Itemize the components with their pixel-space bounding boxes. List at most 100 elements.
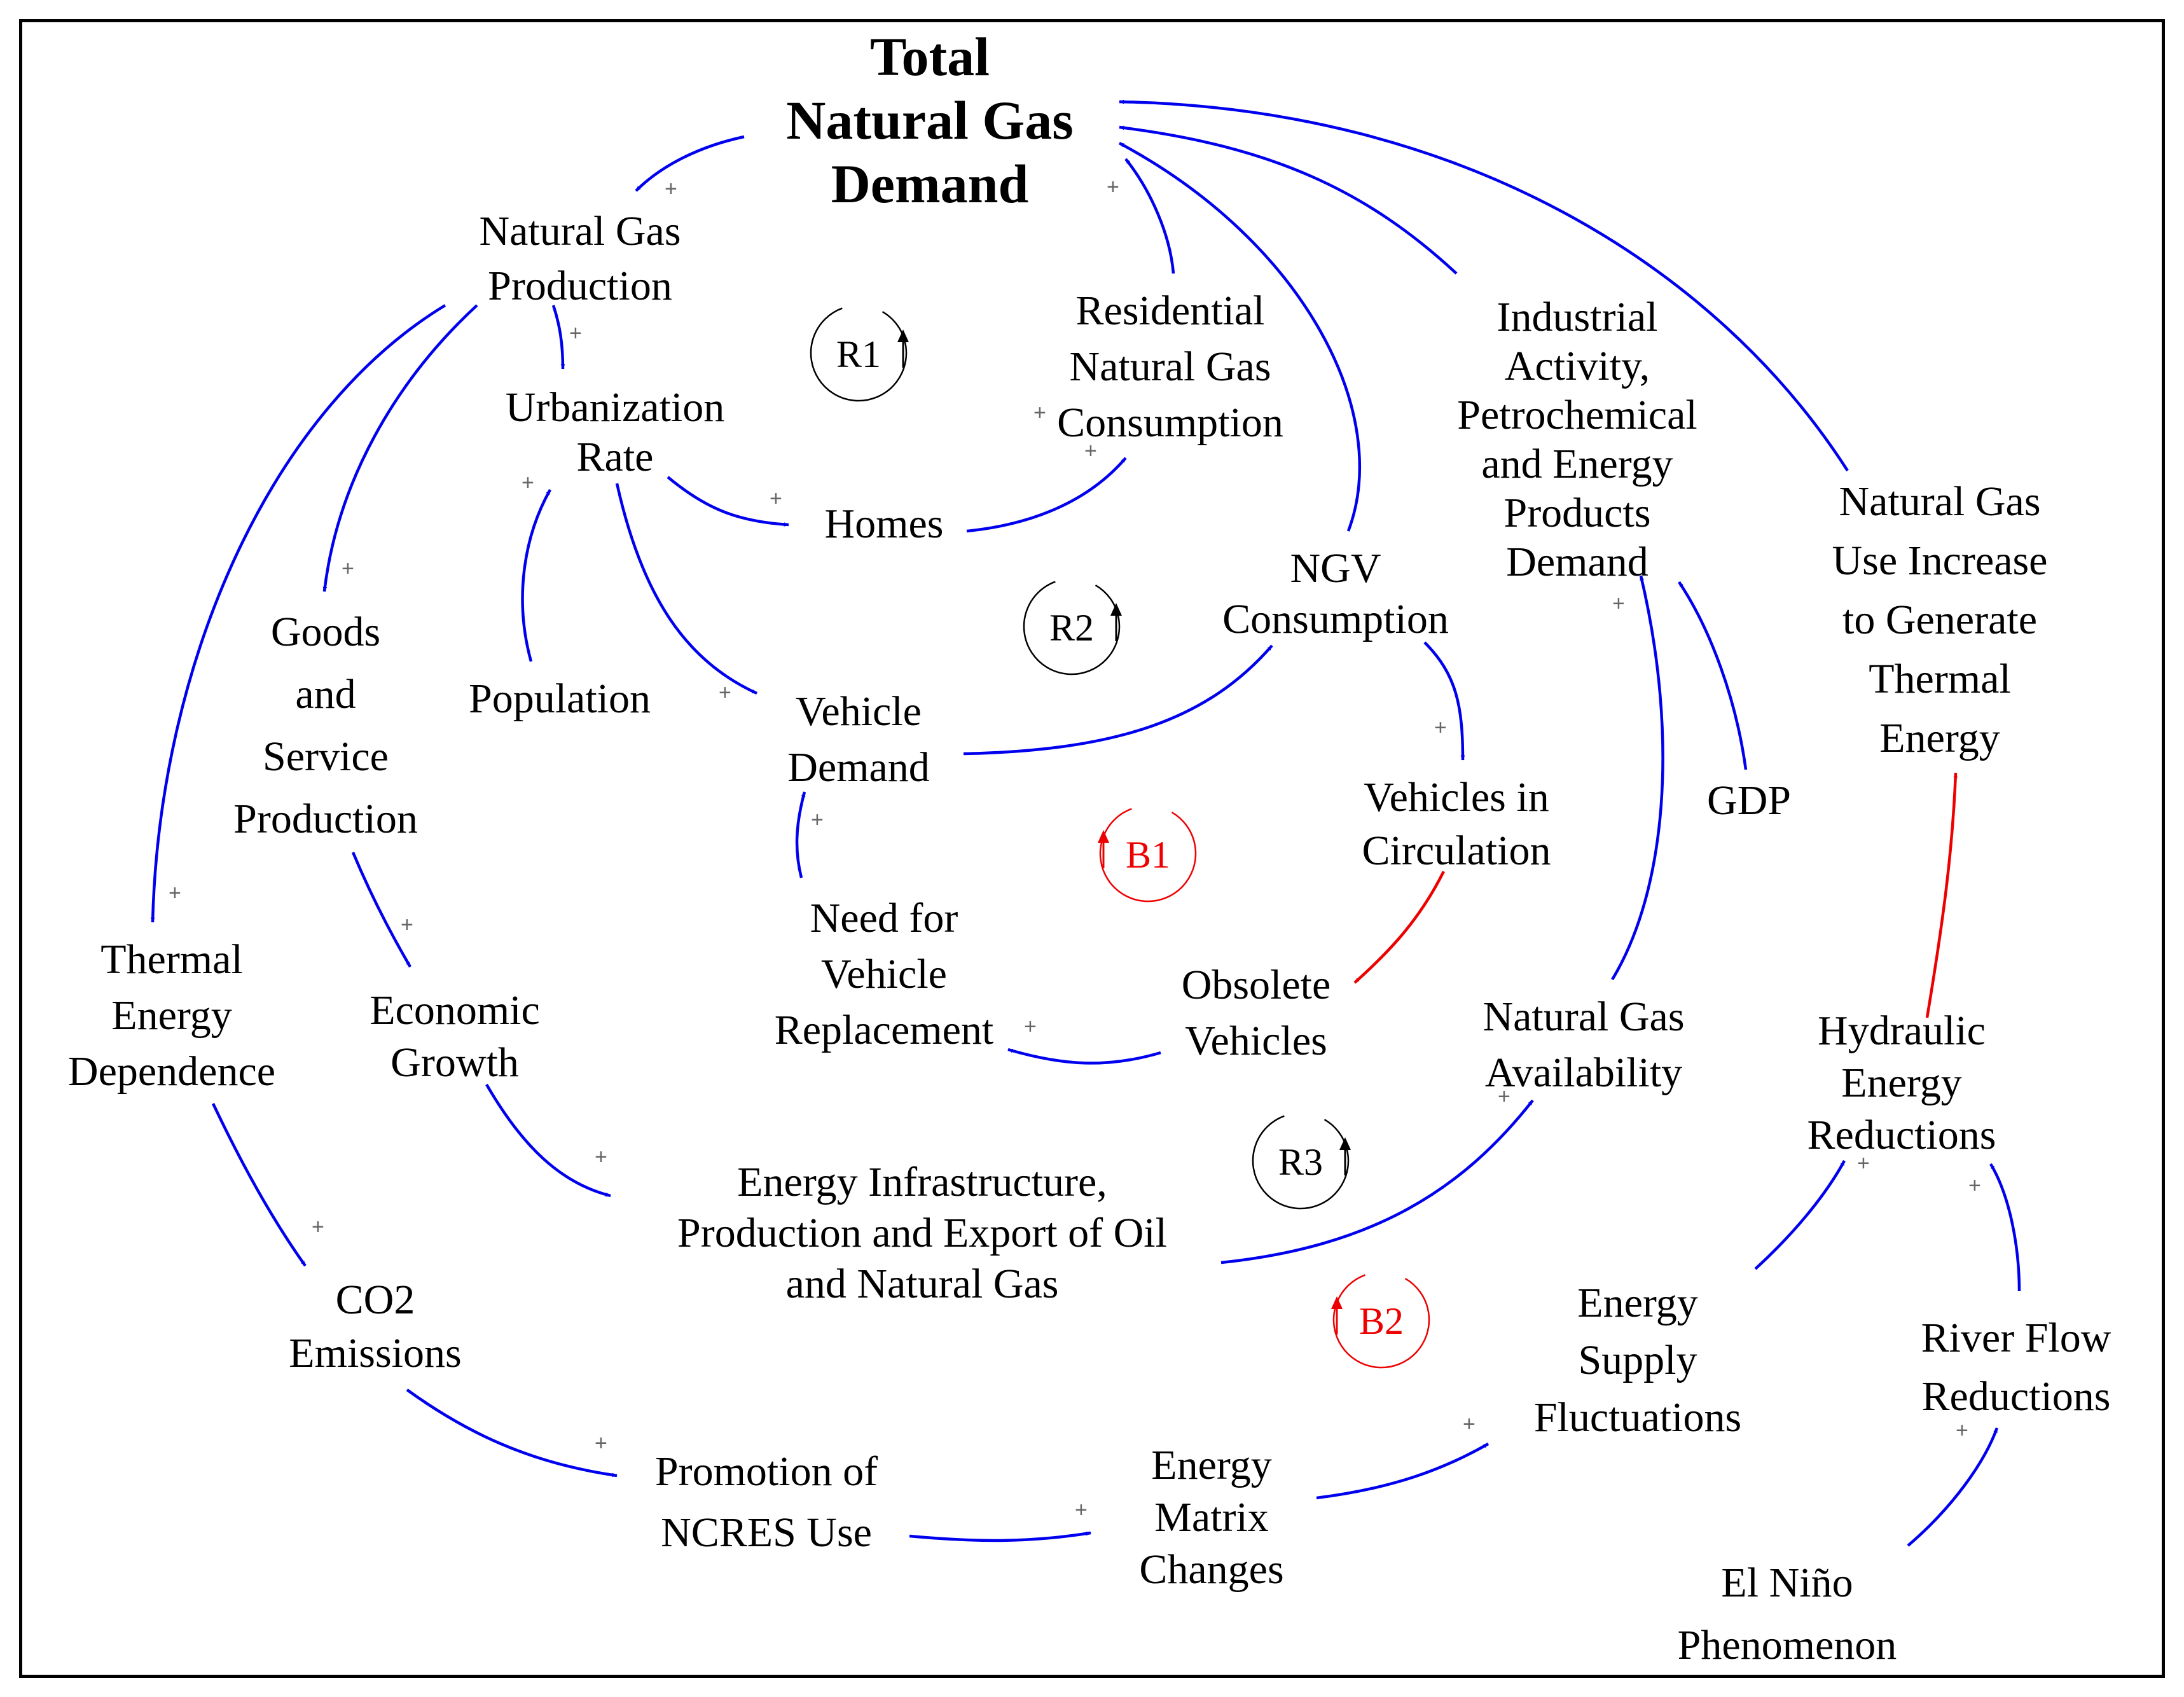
node-gdp: GDP <box>1707 777 1791 824</box>
link-production-to-urbanization <box>551 305 565 370</box>
node-line: Demand <box>1506 539 1648 585</box>
node-line: Industrial <box>1497 294 1658 340</box>
polarity-plus: + <box>595 1145 607 1169</box>
polarity-plus: + <box>342 557 354 581</box>
title-line: Natural Gas <box>786 90 1074 151</box>
node-population: Population <box>469 675 651 722</box>
node-line: Population <box>469 675 651 722</box>
node-line: Economic <box>370 987 540 1034</box>
polarity-plus: + <box>1084 439 1097 463</box>
loop-r3: R3 <box>1252 1115 1351 1210</box>
loop-r1: R1 <box>810 307 909 402</box>
polarity-plus: + <box>1612 592 1625 616</box>
loop-label: R2 <box>1049 607 1094 649</box>
node-line: Natural Gas <box>1839 478 2040 525</box>
link-industrial-to-demand <box>1119 125 1458 275</box>
loop-arc <box>1023 581 1121 675</box>
node-line: to Generate <box>1842 597 2037 643</box>
link-gdp-to-industrial <box>1678 581 1748 770</box>
loop-b2: B2 <box>1331 1274 1430 1369</box>
node-line: Production <box>233 796 418 842</box>
node-line: Dependence <box>68 1048 275 1095</box>
node-line: Energy <box>111 992 232 1039</box>
node-line: CO2 <box>336 1277 415 1323</box>
node-line: Use Increase <box>1832 537 2048 584</box>
node-line: Service <box>263 733 389 780</box>
link-ngv-to-vehicles-circ <box>1423 641 1465 761</box>
node-line: NGV <box>1290 545 1381 592</box>
polarity-plus: + <box>719 681 731 705</box>
node-line: Natural Gas <box>1482 994 1684 1040</box>
loop-label: B2 <box>1359 1300 1404 1342</box>
link-availability-to-industrial <box>1611 575 1664 981</box>
link-co2-to-ncres <box>406 1389 618 1478</box>
node-line: Demand <box>787 744 930 791</box>
node-line: Natural Gas <box>479 208 681 254</box>
loop-arrow-head <box>1339 1137 1351 1150</box>
node-line: Reductions <box>1922 1373 2111 1420</box>
loop-label: R1 <box>836 333 881 375</box>
loop-arc <box>810 307 908 402</box>
node-line: Changes <box>1139 1546 1283 1593</box>
title-line: Total <box>870 26 990 87</box>
node-line: Obsolete <box>1182 962 1331 1008</box>
link-need-to-vehicle-demand <box>795 791 806 878</box>
causal-links <box>150 99 2021 1547</box>
node-line: Emissions <box>289 1330 461 1376</box>
node-line: and <box>295 671 356 717</box>
link-infrastructure-to-availability <box>1220 1099 1534 1264</box>
diagram-frame <box>19 19 2165 1678</box>
node-line: River Flow <box>1921 1315 2111 1361</box>
node-line: Supply <box>1578 1337 1697 1383</box>
node-infrastructure: Energy Infrastructure,Production and Exp… <box>677 1159 1167 1307</box>
node-line: Petrochemical <box>1457 392 1697 438</box>
link-urbanization-to-vehicle-demand <box>615 483 757 695</box>
loop-r2: R2 <box>1023 581 1122 675</box>
node-line: Rate <box>577 434 654 480</box>
node-line: Circulation <box>1362 828 1551 874</box>
node-line: Growth <box>390 1039 519 1086</box>
link-matrix-to-supply <box>1316 1443 1489 1500</box>
link-goods-to-economic-growth <box>351 852 411 968</box>
link-urbanization-to-homes <box>667 476 789 527</box>
node-line: Need for <box>810 895 958 941</box>
link-vehicles-circ-to-obsolete <box>1353 870 1446 984</box>
title-line: Demand <box>831 153 1029 214</box>
polarity-plus: + <box>522 471 534 495</box>
link-supply-to-hydraulic <box>1754 1160 1846 1270</box>
link-ncres-to-matrix <box>909 1531 1091 1542</box>
node-line: Vehicle <box>796 688 922 735</box>
polarity-plus: + <box>169 881 181 905</box>
node-vehicles-circ: Vehicles in Circulation <box>1362 774 1551 874</box>
node-line: Thermal <box>1869 656 2011 702</box>
loop-arc <box>1252 1115 1350 1210</box>
node-line: Products <box>1504 490 1651 536</box>
link-homes-to-residential <box>966 457 1127 533</box>
node-line: and Energy <box>1481 441 1673 487</box>
node-line: Vehicles in <box>1364 774 1549 821</box>
node-line: Hydraulic <box>1818 1008 1986 1054</box>
polarity-plus: + <box>1956 1418 1968 1443</box>
polarity-plus: + <box>1024 1015 1037 1039</box>
node-line: Matrix <box>1154 1494 1269 1541</box>
node-line: Production and Export of Oil <box>677 1210 1167 1256</box>
loop-label: B1 <box>1126 834 1170 876</box>
polarity-plus: + <box>1434 716 1447 740</box>
node-line: Energy <box>1879 715 2000 761</box>
